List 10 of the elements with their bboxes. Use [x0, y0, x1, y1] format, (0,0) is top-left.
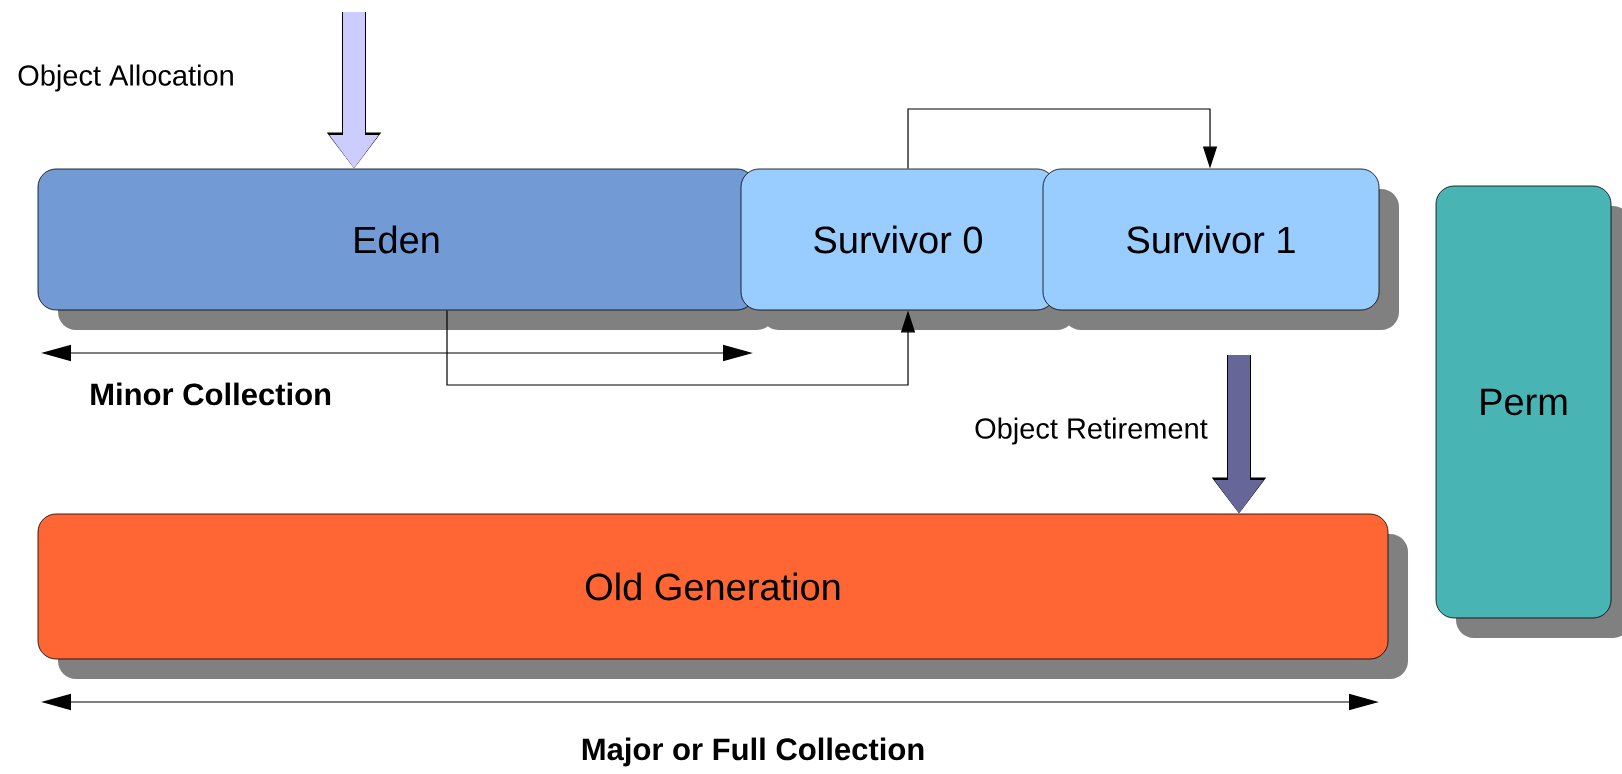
arrow-label: Object Retirement [975, 417, 1208, 445]
arrow-label: Object Allocation [18, 64, 233, 92]
memory-region: Eden [37, 168, 775, 330]
memory-region: Survivor 0 [740, 168, 1075, 330]
collection-label: Minor Collection [91, 382, 331, 406]
memory-region: Survivor 1 [1042, 168, 1399, 330]
collection-label: Major or Full Collection [582, 737, 924, 767]
memory-region: Perm [1435, 185, 1622, 638]
connector-arrow [907, 108, 1218, 170]
memory-region: Old Generation [37, 513, 1408, 679]
